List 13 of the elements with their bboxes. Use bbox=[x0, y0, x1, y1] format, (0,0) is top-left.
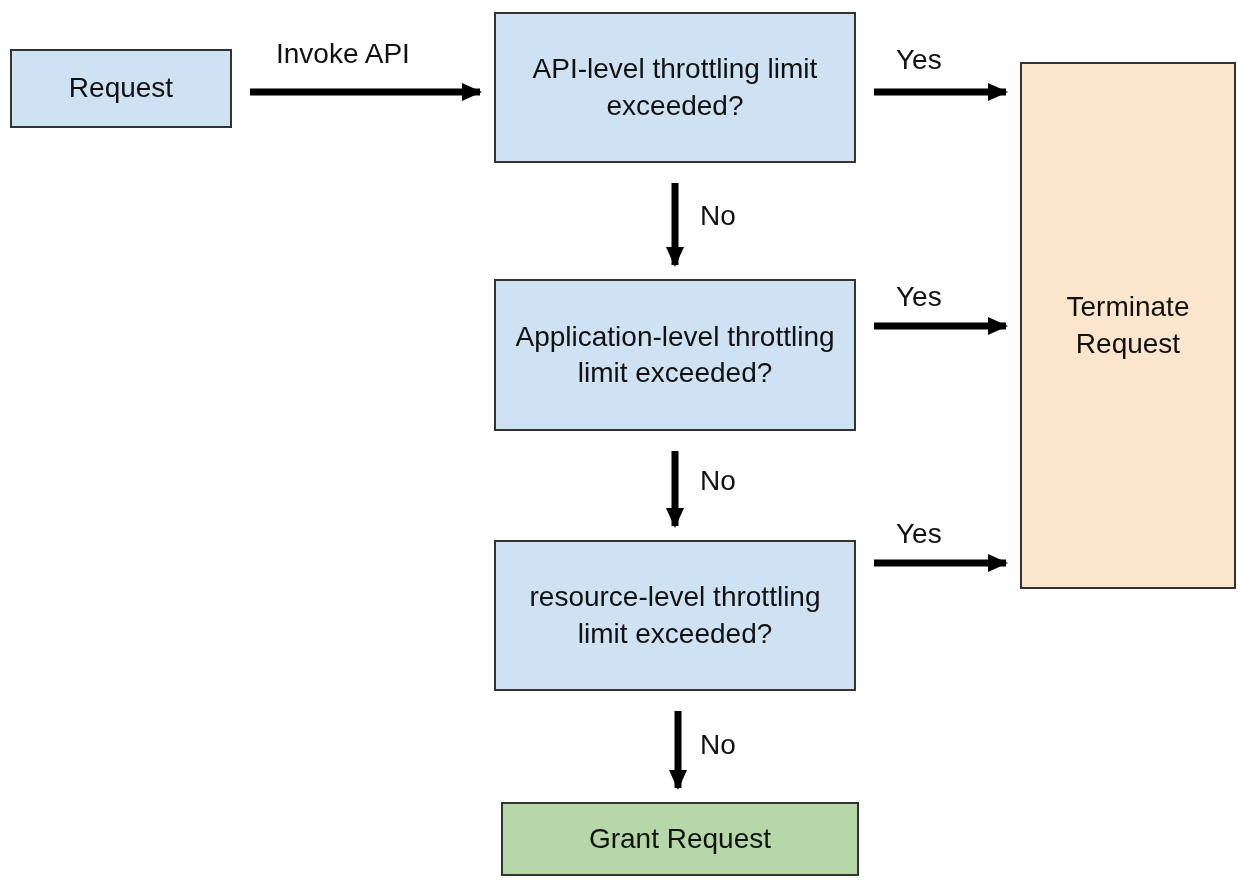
edge-label: Yes bbox=[896, 281, 942, 313]
decision-box: resource-level throttling limit exceeded? bbox=[494, 540, 856, 691]
edge-label: No bbox=[700, 200, 736, 232]
edge-label: Invoke API bbox=[276, 38, 410, 70]
process-box: Grant Request bbox=[501, 802, 859, 876]
process-box: Terminate Request bbox=[1020, 62, 1236, 589]
edge-label: Yes bbox=[896, 44, 942, 76]
edge-label: No bbox=[700, 465, 736, 497]
decision-box: Application-level throttling limit exceeded? bbox=[494, 279, 856, 431]
edge-label: Yes bbox=[896, 518, 942, 550]
process-box: Request bbox=[10, 49, 232, 128]
edge-label: No bbox=[700, 729, 736, 761]
decision-box: API-level throttling limit exceeded? bbox=[494, 12, 856, 163]
